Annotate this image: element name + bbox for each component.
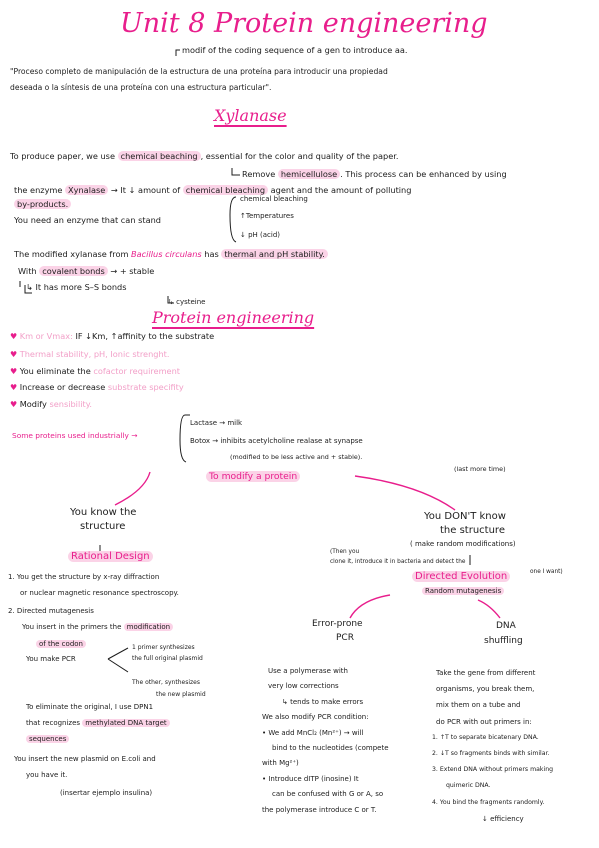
industrial-item-3: (modified to be less active and + stable…: [230, 453, 363, 461]
rd-step-2b: You insert in the primers the modificati…: [22, 623, 174, 631]
pcr-primer-2a: The other, synthesizes: [132, 679, 200, 686]
rd-step-2d: of the codon: [36, 640, 86, 648]
rd-step-3d: sequences: [26, 735, 70, 743]
xylanase-line-5: You need an enzyme that can stand: [14, 215, 161, 225]
heart-bullet-icon: ♥: [10, 383, 20, 392]
heart-bullet-icon: ♥: [10, 332, 20, 341]
dna-shuffling-note: organisms, you break them,: [436, 685, 535, 694]
rd-step-2e: You make PCR: [26, 655, 76, 663]
dna-shuffling-note: 2. ↓T so fragments binds with similar.: [432, 750, 550, 757]
xylanase-line-1: To produce paper, we use chemical beachi…: [10, 151, 399, 161]
stand-item-3: ↓ pH (acid): [240, 231, 281, 239]
xylanase-line-9: ↳ cysteine: [168, 298, 206, 306]
error-prone-note: • We add MnCl₂ (Mn²⁺) → will: [262, 728, 364, 737]
dna-shuffling-note: 3. Extend DNA without primers making: [432, 766, 554, 774]
random-mutagenesis-label: Random mutagenesis: [422, 587, 505, 595]
xylanase-line-3: the enzyme Xynalase → It ↓ amount of che…: [14, 185, 412, 195]
error-prone-note: bind to the nucleotides (compete: [272, 744, 389, 752]
intro-line-2: deseada o la síntesis de una proteína co…: [10, 83, 272, 92]
error-prone-label-1: Error-prone: [312, 619, 363, 629]
xylanase-line-4: by-products.: [14, 199, 72, 209]
know-structure-1: You know the: [70, 507, 137, 518]
stand-item-1: chemical bleaching: [240, 195, 308, 203]
dna-shuffling-note: ↓ efficiency: [482, 814, 524, 823]
dont-know-6: one I want): [530, 569, 563, 575]
dna-shuffling-label-2: shuffling: [484, 636, 523, 646]
dont-know-3: ( make random modifications): [410, 540, 516, 548]
property-bullet: ♥ Thermal stability, pH, Ionic strenght.: [10, 349, 170, 359]
heart-bullet-icon: ♥: [10, 350, 20, 359]
intro-annotation: modif of the coding sequence of a gen to…: [182, 45, 408, 55]
dont-know-2: the structure: [440, 525, 505, 536]
error-prone-note: Use a polymerase with: [268, 667, 348, 675]
know-structure-2: structure: [80, 521, 126, 532]
error-prone-note: the polymerase introduce C or T.: [262, 805, 377, 814]
dna-shuffling-note: 4. You bind the fragments randomly.: [432, 798, 545, 806]
rd-step-2a: 2. Directed mutagenesis: [8, 607, 94, 615]
rd-step-3a: To eliminate the original, I use DPN1: [26, 703, 154, 711]
pcr-primer-1b: the full original plasmid: [132, 655, 203, 662]
error-prone-note: ↳ tends to make errors: [282, 697, 364, 706]
industrial-item-4: (last more time): [454, 465, 506, 473]
rd-step-1a: 1. You get the structure by x-ray diffra…: [8, 573, 160, 581]
modify-protein-label: To modify a protein: [206, 471, 301, 482]
dont-know-4: (Then you: [330, 549, 360, 555]
property-bullet: ♥ Modify sensibility.: [10, 399, 92, 409]
xylanase-line-6: The modified xylanase from Bacillus circ…: [14, 249, 328, 259]
industrial-label: Some proteins used industrially →: [12, 431, 138, 440]
property-bullet: ♥ Km or Vmax: IF ↓Km, ↑affinity to the s…: [10, 331, 215, 341]
property-bullet: ♥ Increase or decrease substrate specifi…: [10, 382, 184, 392]
xylanase-heading: Xylanase: [214, 106, 287, 125]
rd-step-3b: that recognizes methylated DNA target: [26, 719, 170, 727]
rd-step-4b: you have it.: [26, 771, 68, 779]
property-bullet: ♥ You eliminate the cofactor requirement: [10, 366, 180, 376]
intro-line-1: "Proceso completo de manipulación de la …: [10, 67, 388, 76]
industrial-item-1: Lactase → milk: [190, 419, 243, 427]
pcr-primer-2b: the new plasmid: [156, 691, 206, 698]
xylanase-line-7: With covalent bonds → + stable: [18, 266, 155, 276]
xylanase-line-8: ↳ It has more S–S bonds: [26, 282, 127, 292]
page-title: Unit 8 Protein engineering: [120, 8, 488, 39]
directed-evolution-heading: Directed Evolution: [412, 571, 511, 582]
dna-shuffling-note: mix them on a tube and: [436, 701, 521, 710]
heart-bullet-icon: ♥: [10, 400, 20, 409]
error-prone-note: very low corrections: [268, 682, 339, 691]
dna-shuffling-note: Take the gene from different: [436, 669, 536, 677]
stand-item-2: ↑Temperatures: [240, 212, 294, 220]
pcr-primer-1a: 1 primer synthesizes: [132, 644, 195, 651]
dna-shuffling-note: 1. ↑T to separate bicatenary DNA.: [432, 733, 539, 741]
dna-shuffling-note: quimeric DNA.: [446, 782, 491, 790]
error-prone-note: We also modify PCR condition:: [262, 713, 369, 722]
error-prone-note: • Introduce dITP (inosine) It: [262, 774, 359, 783]
rd-step-4c: (insertar ejemplo insulina): [60, 789, 153, 797]
xylanase-line-2: Remove hemicellulose. This process can b…: [242, 169, 507, 179]
dna-shuffling-label-1: DNA: [496, 621, 516, 631]
dont-know-5: clone it, introduce it in bacteria and d…: [330, 559, 466, 565]
dna-shuffling-note: do PCR with out primers in:: [436, 717, 532, 726]
error-prone-note: with Mg²⁺): [262, 759, 299, 768]
industrial-item-2: Botox → inhibits acetylcholine realase a…: [190, 437, 363, 445]
error-prone-note: can be confused with G or A, so: [272, 790, 384, 799]
heart-bullet-icon: ♥: [10, 367, 20, 376]
rd-step-1b: or nuclear magnetic resonance spectrosco…: [20, 589, 179, 597]
rational-design-heading: Rational Design: [68, 551, 153, 562]
dont-know-1: You DON'T know: [424, 511, 506, 522]
protein-engineering-heading: Protein engineering: [152, 308, 315, 327]
rd-step-4a: You insert the new plasmid on E.coli and: [14, 755, 156, 763]
error-prone-label-2: PCR: [336, 633, 354, 643]
